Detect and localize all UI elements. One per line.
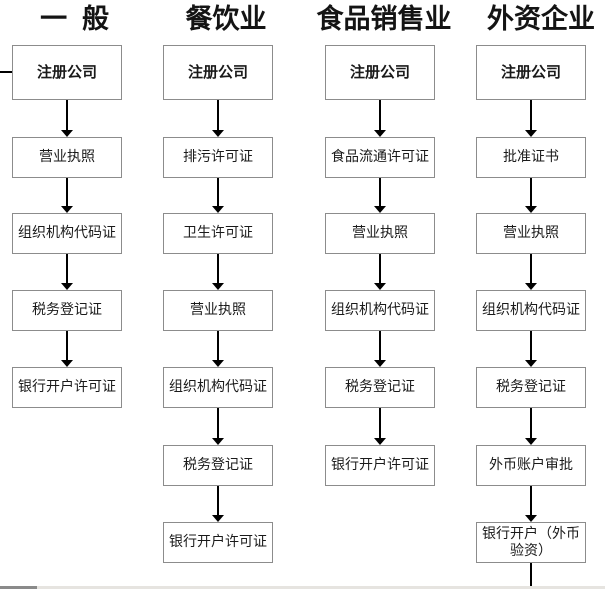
flow-arrowhead-down-icon <box>61 130 73 137</box>
flow-arrowhead-down-icon <box>212 130 224 137</box>
flow-node: 外币账户审批 <box>476 445 586 486</box>
flow-node: 注册公司 <box>325 45 435 100</box>
flow-arrow-line <box>217 100 219 131</box>
left-connector-line <box>0 71 12 73</box>
flow-arrowhead-down-icon <box>212 206 224 213</box>
flow-arrow-line <box>530 178 532 207</box>
flow-arrowhead-down-icon <box>374 438 386 445</box>
flow-arrowhead-down-icon <box>212 283 224 290</box>
flow-arrow-line <box>379 100 381 131</box>
flow-arrow-line <box>66 100 68 131</box>
flow-arrow-line <box>379 331 381 361</box>
flow-node: 营业执照 <box>163 290 273 331</box>
flow-node: 税务登记证 <box>476 367 586 408</box>
flow-node: 组织机构代码证 <box>476 290 586 331</box>
flow-node: 税务登记证 <box>163 445 273 486</box>
flow-arrowhead-down-icon <box>374 283 386 290</box>
flow-node: 注册公司 <box>163 45 273 100</box>
flow-node: 批准证书 <box>476 137 586 178</box>
column-title-general: 一般 <box>40 4 124 35</box>
flow-arrow-line <box>66 331 68 361</box>
flow-arrow-line <box>217 178 219 207</box>
flow-node: 卫生许可证 <box>163 213 273 254</box>
flow-arrowhead-down-icon <box>212 515 224 522</box>
flow-arrow-line <box>530 331 532 361</box>
flow-node: 组织机构代码证 <box>12 213 122 254</box>
column-title-foreign-enterprise: 外资企业 <box>487 4 595 35</box>
flow-arrowhead-down-icon <box>525 360 537 367</box>
flow-node: 银行开户许可证 <box>325 445 435 486</box>
flow-arrowhead-down-icon <box>374 360 386 367</box>
flow-arrowhead-down-icon <box>525 283 537 290</box>
flow-node: 营业执照 <box>12 137 122 178</box>
flow-arrowhead-down-icon <box>374 206 386 213</box>
flow-arrowhead-down-icon <box>525 130 537 137</box>
flow-arrowhead-down-icon <box>61 283 73 290</box>
flow-arrow-line <box>530 100 532 131</box>
flow-node: 营业执照 <box>476 213 586 254</box>
flow-arrow-line <box>379 178 381 207</box>
flow-node: 税务登记证 <box>12 290 122 331</box>
flow-arrow-line <box>217 486 219 516</box>
flow-node: 食品流通许可证 <box>325 137 435 178</box>
flow-arrowhead-down-icon <box>61 206 73 213</box>
flow-arrow-line <box>530 254 532 284</box>
flow-node: 组织机构代码证 <box>163 367 273 408</box>
flow-arrowhead-down-icon <box>525 515 537 522</box>
flow-arrow-line <box>530 486 532 516</box>
flow-node: 银行开户许可证 <box>163 522 273 563</box>
column-title-food-sales: 食品销售业 <box>316 4 452 35</box>
flow-node: 排污许可证 <box>163 137 273 178</box>
flow-arrowhead-down-icon <box>525 206 537 213</box>
column-title-catering: 餐饮业 <box>185 4 267 35</box>
flow-arrowhead-down-icon <box>212 438 224 445</box>
flow-arrowhead-down-icon <box>212 360 224 367</box>
horizontal-scrollbar-thumb[interactable] <box>0 586 37 589</box>
flow-arrow-line <box>530 408 532 439</box>
flow-arrow-line <box>217 408 219 439</box>
flow-node: 注册公司 <box>12 45 122 100</box>
flow-node: 营业执照 <box>325 213 435 254</box>
flow-arrow-line <box>379 254 381 284</box>
flow-arrow-line <box>66 254 68 284</box>
flow-node: 注册公司 <box>476 45 586 100</box>
flow-node: 银行开户（外币验资） <box>476 522 586 563</box>
flow-arrowhead-down-icon <box>525 438 537 445</box>
bottom-connector-line <box>530 563 532 588</box>
flow-arrow-line <box>66 178 68 207</box>
flow-node: 组织机构代码证 <box>325 290 435 331</box>
flow-node: 税务登记证 <box>325 367 435 408</box>
flow-node: 银行开户许可证 <box>12 367 122 408</box>
flow-arrowhead-down-icon <box>61 360 73 367</box>
flow-arrow-line <box>217 331 219 361</box>
flow-arrow-line <box>217 254 219 284</box>
horizontal-scrollbar-track[interactable] <box>0 586 605 589</box>
flow-arrowhead-down-icon <box>374 130 386 137</box>
flow-arrow-line <box>379 408 381 439</box>
